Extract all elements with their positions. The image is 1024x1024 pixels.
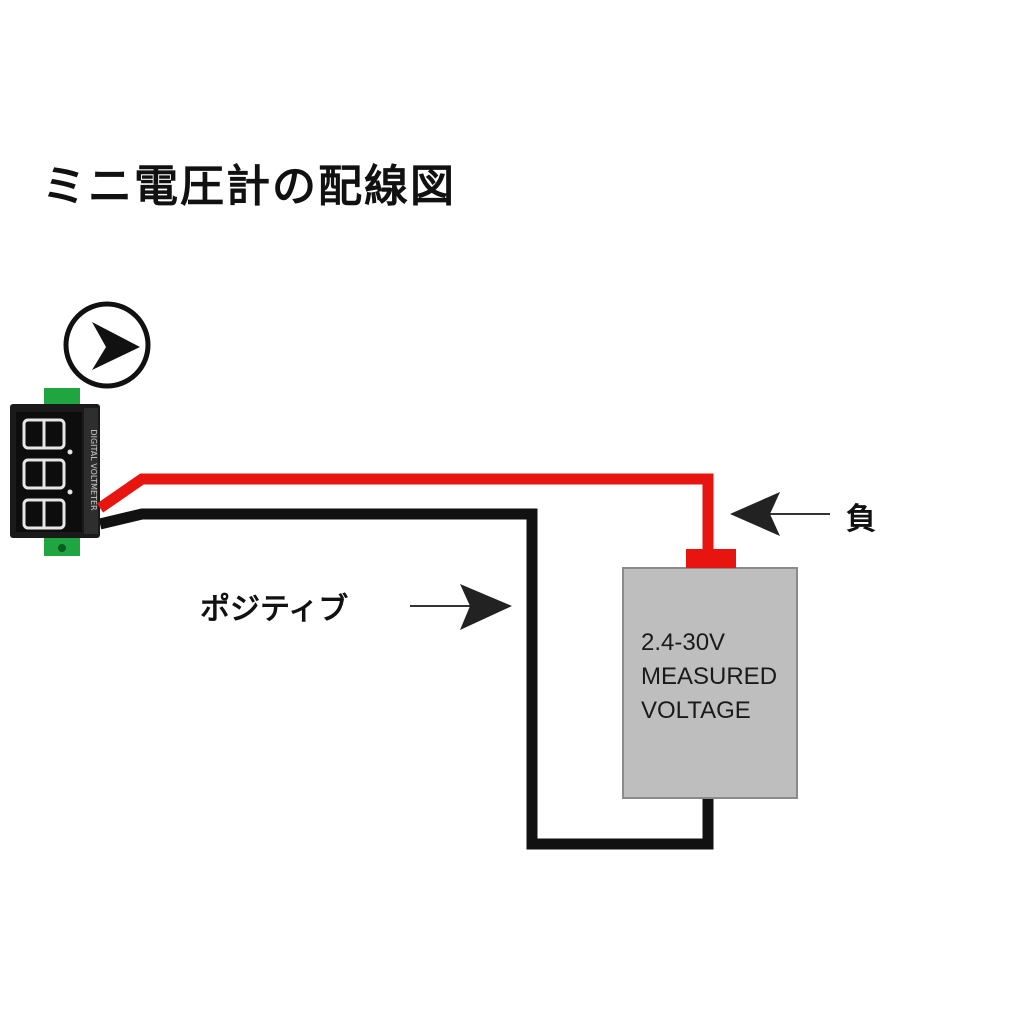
arrow-right-icon bbox=[410, 584, 512, 630]
voltage-range-text: 2.4-30V bbox=[641, 629, 726, 656]
arrow-left-icon bbox=[730, 492, 830, 536]
voltmeter-module: DIGITAL VOLTMETER bbox=[10, 388, 100, 556]
page-title: ミニ電圧計の配線図 bbox=[42, 161, 456, 212]
voltmeter-side-text: DIGITAL VOLTMETER bbox=[89, 429, 98, 511]
measured-text: MEASURED bbox=[641, 663, 778, 690]
voltmeter-display bbox=[16, 412, 82, 532]
voltage-source-box bbox=[622, 567, 798, 799]
pcb-tab-top bbox=[44, 388, 80, 408]
red-wire bbox=[96, 473, 714, 550]
label-positive: ポジティブ bbox=[200, 592, 349, 627]
display-digits bbox=[22, 418, 66, 530]
voltage-text: VOLTAGE bbox=[641, 697, 751, 724]
play-circle-icon bbox=[63, 301, 151, 389]
voltage-source-label: 2.4-30V MEASURED VOLTAGE bbox=[641, 626, 777, 728]
positive-terminal bbox=[686, 549, 736, 568]
black-wire bbox=[98, 508, 714, 850]
label-negative: 負 bbox=[846, 502, 876, 537]
